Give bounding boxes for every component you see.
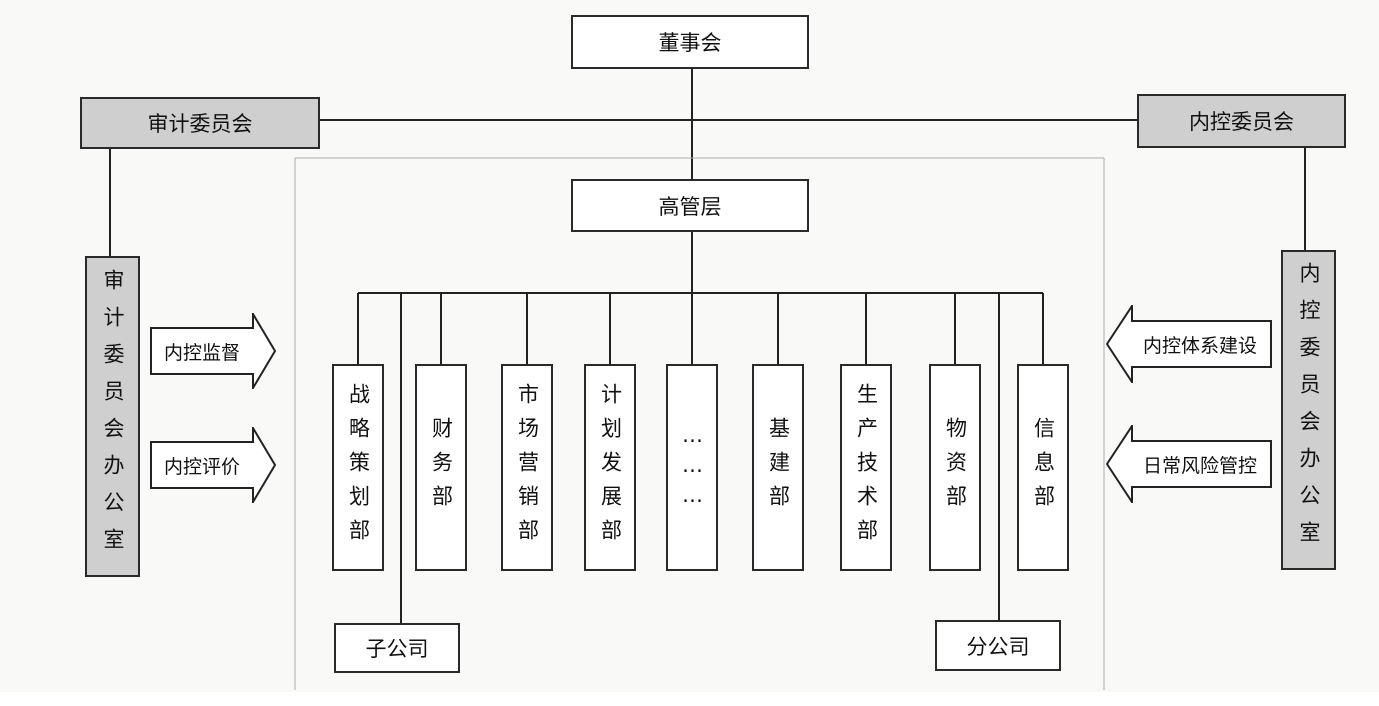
audit-office-box: 审计委员会办公室 [85,256,140,577]
ic-committee-box: 内控委员会 [1137,94,1346,148]
board-label: 董事会 [658,31,722,55]
right-arrow-icon [150,313,276,389]
dept-information: 信息部 [1017,364,1069,571]
dept-label: 市场营销部 [515,382,540,553]
bottom-margin [0,692,1379,706]
ic-office-box: 内控委员会办公室 [1281,250,1336,570]
subsidiary-box: 子公司 [334,623,460,673]
dept-production-tech: 生产技术部 [840,364,892,571]
ic-office-label: 内控委员会办公室 [1297,262,1321,558]
arrow-label-system-construction: 内控体系建设 [1142,334,1257,357]
dept-label: 财务部 [429,416,454,519]
dept-materials: 物资部 [929,364,981,571]
senior-management-box: 高管层 [571,179,809,232]
ic-committee-label: 内控委员会 [1189,110,1294,134]
dept-label: 信息部 [1031,416,1056,519]
arrow-daily-risk-control: 日常风险管控 [1106,425,1272,503]
dept-ellipsis: ……… [666,364,718,571]
right-arrow-icon [150,427,276,503]
audit-office-label: 审计委员会办公室 [101,268,125,565]
dept-label: 物资部 [943,416,968,519]
dept-label: 生产技术部 [854,382,879,553]
board-box: 董事会 [571,15,809,69]
dept-label: 基建部 [766,416,791,519]
senior-management-label: 高管层 [658,194,722,219]
audit-committee-label: 审计委员会 [147,112,253,136]
dept-marketing: 市场营销部 [501,364,553,571]
dept-strategy: 战略策划部 [332,364,384,571]
arrow-internal-control-supervision: 内控监督 [150,313,276,389]
dept-infrastructure: 基建部 [752,364,804,571]
dept-planning: 计划发展部 [584,364,636,571]
subsidiary-label: 子公司 [365,637,429,661]
arrow-label-supervision: 内控监督 [163,341,240,364]
branch-label: 分公司 [966,634,1030,659]
dept-label: 战略策划部 [346,382,371,553]
arrow-ic-system-construction: 内控体系建设 [1106,305,1272,383]
left-arrow-icon [1106,425,1272,503]
arrow-label-risk-control: 日常风险管控 [1142,454,1257,477]
audit-committee-box: 审计委员会 [80,97,320,149]
dept-finance: 财务部 [415,364,467,571]
branch-box: 分公司 [935,620,1061,671]
arrow-internal-control-evaluation: 内控评价 [150,427,276,503]
arrow-label-evaluation: 内控评价 [163,455,240,478]
dept-label: ……… [680,422,705,513]
left-arrow-icon [1106,305,1272,383]
dept-label: 计划发展部 [598,382,623,553]
